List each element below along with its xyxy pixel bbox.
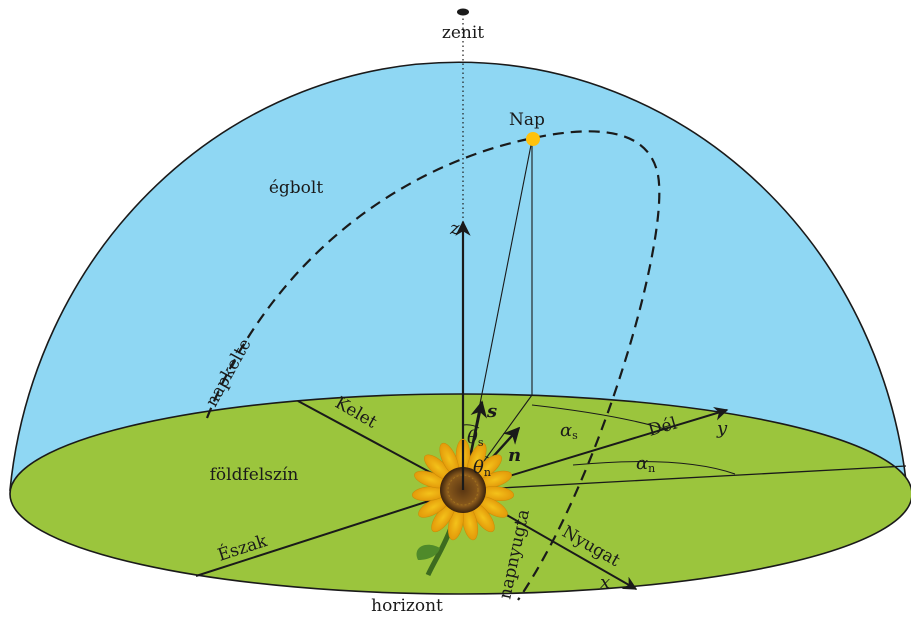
north-line <box>195 489 464 577</box>
theta-n-label: θn <box>473 457 491 479</box>
theta-s-arc <box>462 424 480 429</box>
sun-icon <box>526 132 540 146</box>
sky-dome <box>9 61 908 491</box>
s-vector-label: s <box>486 401 497 422</box>
z-axis-label: z <box>449 218 460 239</box>
x-axis-label: x <box>600 572 610 593</box>
zenith-label: zenit <box>442 23 484 43</box>
zenith-point <box>457 8 469 16</box>
ground-label: földfelszín <box>210 465 299 485</box>
sky-label: égbolt <box>269 178 323 198</box>
n-vector-label: n <box>508 445 521 466</box>
horizon-label: horizont <box>371 596 443 616</box>
sun-path <box>205 130 661 601</box>
alpha-n-label: αn <box>636 453 655 475</box>
alpha-n-arc <box>572 461 736 475</box>
alpha-s-label: αs <box>560 420 578 442</box>
alpha-s-arc <box>531 404 669 431</box>
normal-projection-line <box>462 465 907 491</box>
sunflower-image <box>412 438 514 577</box>
y-axis-label: y <box>716 418 728 439</box>
theta-s-label: θs <box>467 427 484 449</box>
sun-label: Nap <box>509 110 545 130</box>
